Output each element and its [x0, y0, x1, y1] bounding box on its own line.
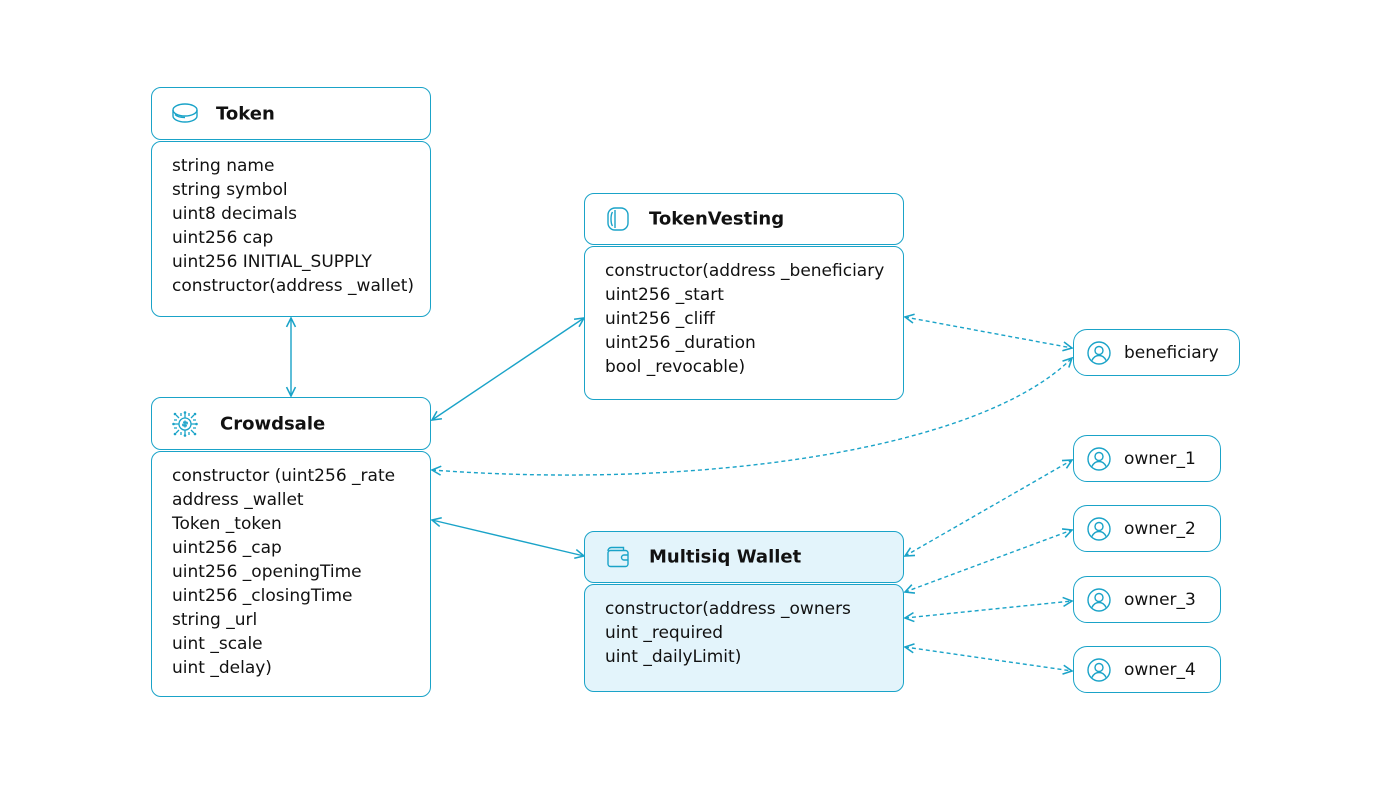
crowdsale-field: constructor (uint256 _rate: [172, 466, 396, 486]
actor-beneficiary: beneficiary: [1073, 329, 1240, 376]
user-icon: [1087, 587, 1111, 612]
crowdsale-fields: constructor (uint256 _rate address _wall…: [151, 451, 431, 697]
tokenvesting-fields: constructor(address _beneficiary uint256…: [584, 246, 904, 400]
token-field: uint256 cap: [172, 228, 274, 248]
multisig-field: uint _required: [605, 623, 724, 643]
user-icon: [1087, 446, 1111, 471]
wallet-icon: [607, 546, 629, 568]
crowdsale-beneficiary-connector: [432, 358, 1072, 475]
token-title: Token: [216, 103, 275, 124]
user-icon: [1087, 657, 1111, 682]
vesting-icon: [607, 207, 629, 231]
crowdsale-header: Crowdsale: [151, 397, 431, 450]
coin-stack-icon: [172, 102, 198, 123]
tokenvesting-field: uint256 _cliff: [605, 309, 715, 329]
actor-owner-3: owner_3: [1073, 576, 1221, 623]
actor-label: owner_4: [1124, 659, 1196, 680]
crowdsale-tokenvesting-connector: [432, 318, 584, 420]
crowdsale-field: uint256 _openingTime: [172, 562, 362, 582]
crowdsale-title: Crowdsale: [220, 413, 326, 434]
tokenvesting-field: constructor(address _beneficiary: [605, 261, 885, 281]
multisig-owner4-connector: [905, 647, 1072, 671]
tokenvesting-field: uint256 _duration: [605, 333, 756, 353]
actor-owner-2: owner_2: [1073, 505, 1221, 552]
user-icon: [1087, 340, 1111, 365]
crowdsale-field: uint _delay): [172, 658, 272, 678]
crowdsale-field: string _url: [172, 610, 258, 630]
tokenvesting-field: uint256 _start: [605, 285, 724, 305]
crowdsale-field: uint256 _cap: [172, 538, 282, 558]
crowdsale-multisig-connector: [432, 520, 584, 556]
token-header: Token: [151, 87, 431, 140]
multisig-owner1-connector: [905, 460, 1072, 556]
crowdsale-field: Token _token: [172, 514, 282, 534]
crowdsale-field: uint256 _closingTime: [172, 586, 353, 606]
multisig-fields: constructor(address _owners uint _requir…: [584, 584, 904, 692]
tokenvesting-beneficiary-connector: [905, 317, 1072, 348]
actor-label: owner_2: [1124, 518, 1196, 539]
token-field: constructor(address _wallet): [172, 276, 415, 296]
actor-owner-1: owner_1: [1073, 435, 1221, 482]
actor-label: owner_3: [1124, 589, 1196, 610]
token-field: uint256 INITIAL_SUPPLY: [172, 252, 372, 272]
actor-owner-4: owner_4: [1073, 646, 1221, 693]
multisig-field: constructor(address _owners: [605, 599, 851, 619]
multisig-title: Multisiq Wallet: [649, 546, 802, 568]
multisig-field: uint _dailyLimit): [605, 647, 742, 667]
tokenvesting-header: TokenVesting: [584, 193, 904, 245]
token-field: string symbol: [172, 180, 288, 200]
tokenvesting-title: TokenVesting: [649, 208, 785, 230]
multisig-header: Multisiq Wallet: [584, 531, 904, 583]
multisig-owner2-connector: [905, 530, 1072, 592]
actor-label: owner_1: [1124, 448, 1196, 469]
token-fields: string name string symbol uint8 decimals…: [151, 141, 431, 317]
token-field: uint8 decimals: [172, 204, 298, 224]
crowdsale-field: uint _scale: [172, 634, 263, 654]
multisig-owner3-connector: [905, 601, 1072, 618]
actor-label: beneficiary: [1124, 342, 1219, 363]
user-icon: [1087, 516, 1111, 541]
tokenvesting-field: bool _revocable): [605, 357, 746, 377]
crowdsale-field: address _wallet: [172, 490, 304, 510]
circuit-coin-icon: [172, 410, 198, 437]
token-field: string name: [172, 156, 275, 176]
